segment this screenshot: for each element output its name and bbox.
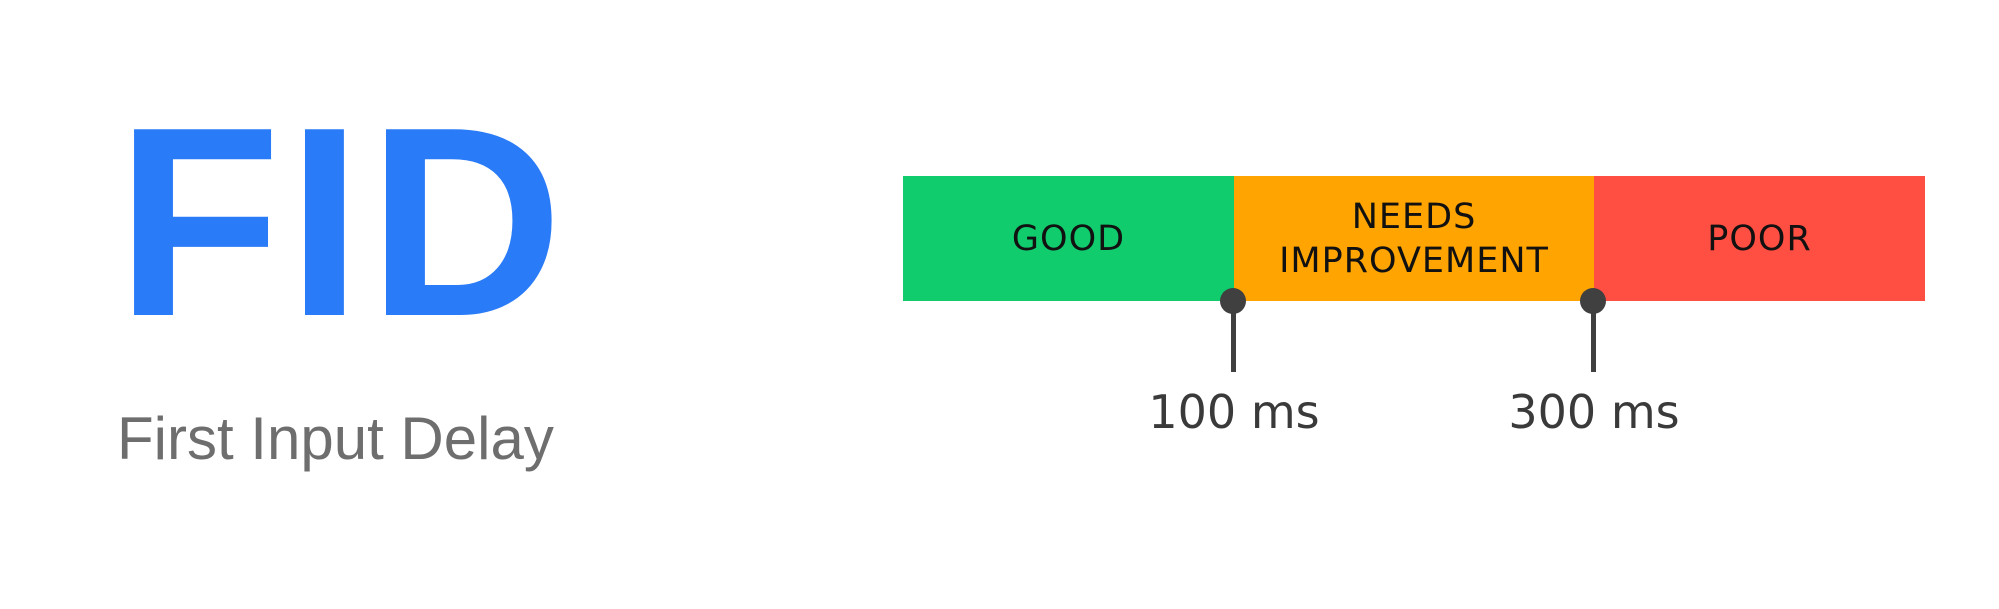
segment-good: GOOD [903,176,1234,301]
marker-line [1231,308,1236,372]
metric-abbreviation: FID [116,72,569,373]
marker-line [1591,308,1596,372]
threshold-marker-100 [1220,288,1248,372]
segment-needs-improvement: NEEDS IMPROVEMENT [1234,176,1594,301]
threshold-label-300: 300 ms [1508,385,1680,439]
segment-poor: POOR [1594,176,1925,301]
metric-full-name: First Input Delay [117,405,554,472]
segment-needs-improvement-label: NEEDS IMPROVEMENT [1279,196,1549,281]
segment-good-label: GOOD [1011,218,1126,259]
threshold-marker-300 [1580,288,1608,372]
segment-poor-label: POOR [1707,218,1812,259]
threshold-label-100: 100 ms [1148,385,1320,439]
